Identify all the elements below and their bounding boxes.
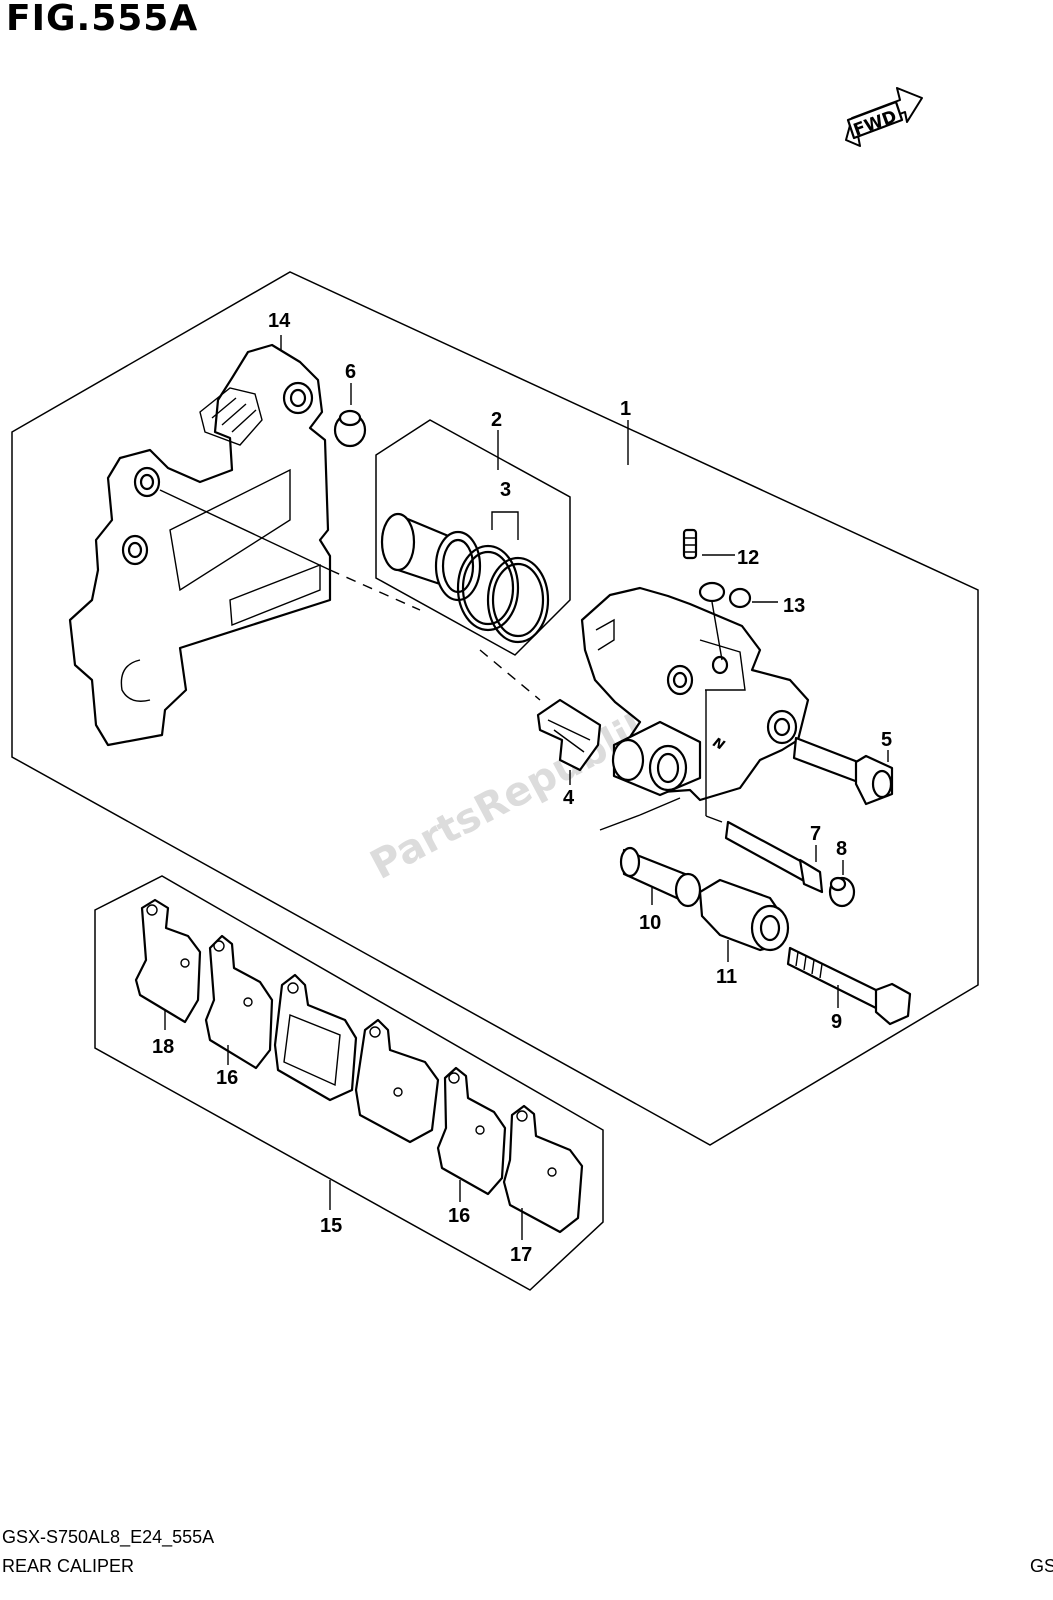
slide-pin xyxy=(724,820,824,894)
callout-6: 6 xyxy=(345,361,356,383)
callout-12: 12 xyxy=(737,547,759,569)
callout-11: 11 xyxy=(716,966,737,988)
callout-14: 14 xyxy=(268,310,291,332)
assembly-centerlines xyxy=(159,489,723,831)
pin-sleeve xyxy=(619,846,702,908)
fwd-arrow-icon: FWD xyxy=(845,87,923,147)
slide-pin-cap xyxy=(828,860,856,908)
callout-15: 15 xyxy=(320,1215,342,1237)
callout-5: 5 xyxy=(881,729,892,751)
callout-9: 9 xyxy=(831,1011,842,1033)
callout-2: 2 xyxy=(491,409,502,431)
brake-pad-shim-18 xyxy=(134,898,202,1024)
callout-3: 3 xyxy=(500,479,511,501)
callout-16-left: 16 xyxy=(216,1067,238,1089)
piston-and-seals xyxy=(380,430,550,644)
figure-name: REAR CALIPER xyxy=(2,1556,135,1576)
figure-title: FIG.555A xyxy=(6,0,199,39)
callout-16-right: 16 xyxy=(448,1205,470,1227)
brake-pad-16-right xyxy=(436,1066,507,1196)
figure-code: GSX-S750AL8_E24_555A xyxy=(2,1527,215,1547)
brake-pad-shim-17 xyxy=(502,1104,584,1234)
brake-pad-16-left xyxy=(204,934,274,1070)
callout-13: 13 xyxy=(783,595,805,617)
callout-8: 8 xyxy=(836,838,847,860)
callout-17: 17 xyxy=(510,1244,532,1266)
caliper-body: N xyxy=(580,586,810,802)
callout-7: 7 xyxy=(810,823,821,845)
pin-bolt xyxy=(792,736,894,806)
callout-4: 4 xyxy=(563,787,575,809)
caliper-bolt xyxy=(786,946,912,1026)
figure-corner-text: GS xyxy=(1030,1556,1053,1576)
brake-pad-center xyxy=(273,973,358,1102)
callout-18: 18 xyxy=(152,1036,174,1058)
caliper-assembly-frame xyxy=(11,271,979,1146)
pad-spring xyxy=(536,698,602,785)
callout-10: 10 xyxy=(639,912,661,934)
pin-boot xyxy=(698,878,790,962)
pad-set-frame xyxy=(94,875,604,1291)
watermark: PartsRepublik xyxy=(363,699,664,888)
callout-leaders xyxy=(164,335,629,1240)
piston-kit-frame xyxy=(375,419,571,656)
callout-1: 1 xyxy=(620,398,631,420)
caliper-bracket xyxy=(68,343,332,747)
bleeder-screw xyxy=(682,528,735,560)
bracket-dust-boot xyxy=(333,383,367,448)
brake-pad-right-inner xyxy=(354,1018,440,1144)
bleeder-cap xyxy=(698,581,778,661)
